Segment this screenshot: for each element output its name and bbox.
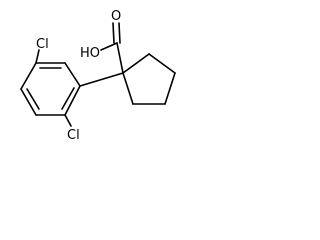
carboxyl-group: [100, 22, 124, 74]
atom-cl-top: Cl: [36, 37, 49, 52]
ring-bond-c6-c1: [64, 85, 81, 116]
bond-c-oh: [100, 42, 118, 51]
ring-bond-c1-c2: [64, 62, 81, 87]
cyclopentane-ring: [122, 53, 176, 105]
bond-carbonyl-double-2: [118, 22, 121, 44]
cp-bond-2: [148, 53, 176, 74]
ring-bond-c4-c5: [20, 88, 37, 116]
ring-bond-c3-c4: [20, 62, 37, 90]
atom-carbonyl-oxygen: O: [111, 9, 121, 24]
bond-aryl-quaternary: [79, 72, 124, 87]
atom-cl-bottom: Cl: [67, 128, 80, 143]
bond-quaternary-carboxyl-c: [116, 42, 124, 74]
cp-bond-3: [164, 72, 176, 105]
ring-double-bond-c4-c5: [26, 88, 40, 110]
benzene-ring: [20, 62, 81, 116]
ring-double-bond-c6-c1: [61, 87, 75, 110]
bond-c-cl-top: [35, 49, 40, 64]
atom-hydroxyl: HO: [80, 46, 100, 61]
bond-c-cl-bottom: [64, 114, 72, 127]
chemical-structure: Cl Cl HO O: [20, 9, 176, 143]
bond-carbonyl-double-1: [112, 22, 115, 44]
cp-bond-5: [122, 72, 134, 105]
cp-bond-1: [122, 53, 150, 74]
